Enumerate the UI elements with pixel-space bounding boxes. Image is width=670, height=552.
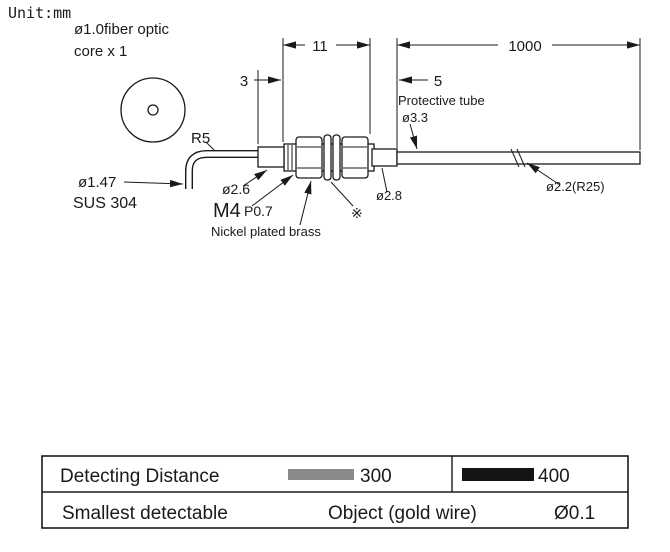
washer: [332, 134, 341, 181]
nickel-plated-brass-label: Nickel plated brass: [211, 224, 321, 239]
leader-dia-2-2: [526, 162, 561, 186]
smallest-detectable-label: Smallest detectable: [62, 503, 228, 524]
sensor-head: [257, 146, 285, 168]
dia-1-47-label: ø1.47: [78, 174, 116, 191]
hex-nut-right: [341, 136, 369, 179]
object-gold-wire-label: Object (gold wire): [328, 503, 477, 524]
gray-distance-bar: [288, 469, 354, 480]
leader-dia-1-47: [123, 179, 184, 188]
dia-2-6-label: ø2.6: [222, 181, 250, 197]
leader-nickel: [299, 180, 312, 226]
protective-tube-label: Protective tube: [398, 93, 485, 108]
black-distance-value: 400: [538, 466, 570, 487]
tube-break-mark: [510, 148, 520, 168]
black-distance-bar: [462, 468, 534, 481]
fiber-core-label-line2: core x 1: [74, 43, 127, 60]
dimension-text-11: 11: [312, 38, 328, 55]
leader-star: [330, 181, 354, 207]
hex-nut-left: [295, 136, 323, 179]
fiber-core-label-line1: ø1.0fiber optic: [74, 21, 170, 38]
r5-label: R5: [191, 130, 210, 147]
gray-distance-value: 300: [360, 466, 392, 487]
washer: [323, 134, 332, 181]
detecting-distance-label: Detecting Distance: [60, 466, 219, 487]
leader-m4: [251, 174, 294, 207]
m4-label: M4: [213, 200, 241, 222]
fiber-core-circle: [147, 104, 159, 116]
reference-star-mark: ※: [351, 205, 363, 221]
p0-7-label: P0.7: [244, 203, 273, 219]
smallest-object-value: Ø0.1: [554, 503, 595, 524]
sus-304-label: SUS 304: [73, 195, 137, 212]
dia-3-3-label: ø3.3: [402, 110, 428, 125]
dia-2-2-r25-label: ø2.2(R25): [546, 179, 605, 194]
unit-note: Unit:mm: [8, 4, 71, 22]
tube-break-mark: [516, 148, 526, 168]
tube-break-gap: [513, 153, 522, 163]
dia-2-8-label: ø2.8: [376, 188, 402, 203]
leader-r5: [205, 141, 216, 152]
dimension-text-1000: 1000: [508, 38, 541, 55]
fiber-bend-core: [186, 151, 259, 189]
sleeve-2-8: [371, 148, 398, 167]
leader-dia-3-3: [409, 123, 418, 150]
dimension-text-3: 3: [240, 73, 248, 90]
leader-dia-2-8: [381, 167, 388, 193]
leader-dia-2-6: [242, 169, 268, 187]
dimension-text-5: 5: [434, 73, 442, 90]
